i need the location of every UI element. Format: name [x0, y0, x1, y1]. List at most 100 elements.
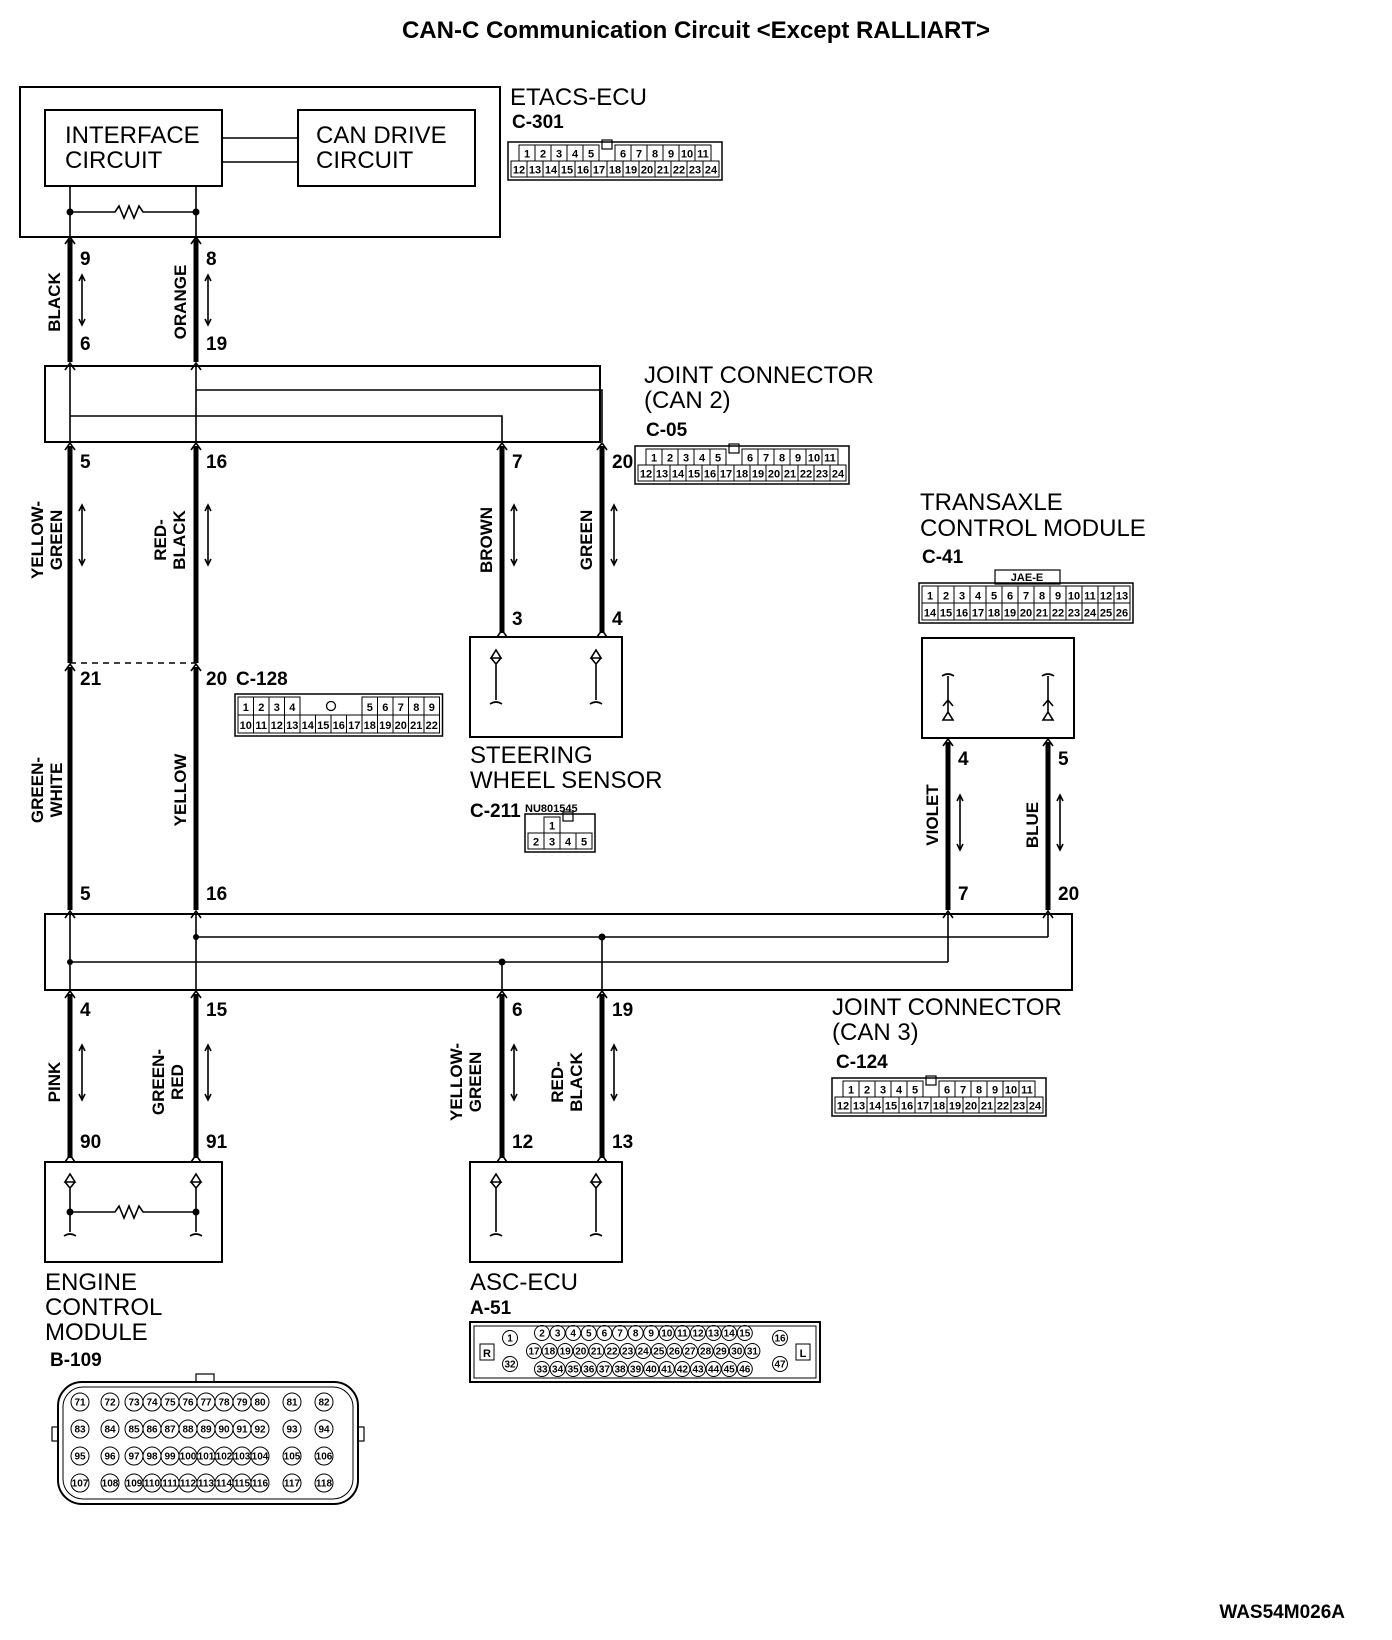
ecm-name-2: CONTROL	[45, 1294, 162, 1321]
connector-pin-number: 18	[988, 608, 1000, 620]
bidirectional-arrow	[510, 503, 518, 567]
connector-pin-number: 2	[540, 149, 546, 161]
bidirectional-arrow	[204, 1043, 212, 1102]
wire-color-label: BROWN	[477, 507, 496, 573]
terminal-mark	[496, 441, 508, 451]
connector-pin-number: 12	[640, 469, 652, 481]
connector-pin-number: 15	[885, 1101, 897, 1113]
sws-name-1: STEERING	[470, 742, 593, 769]
jc-can2-name-2: (CAN 2)	[644, 387, 731, 414]
ecm-name-3: MODULE	[45, 1319, 148, 1346]
connector-pin-number: 13	[1116, 591, 1128, 603]
connector-pin-number: 107	[72, 1479, 89, 1490]
interface-circuit-label-2: CIRCUIT	[65, 147, 163, 174]
connector-pin-number: 89	[200, 1425, 212, 1436]
connector-pin-number: 96	[104, 1452, 116, 1463]
connector-pin-number: 5	[367, 702, 373, 714]
terminal-mark	[496, 989, 508, 999]
connector-pin-number: 2	[533, 837, 539, 849]
connector-pin-number: 22	[606, 1347, 618, 1358]
connector-pin-number: 23	[1013, 1101, 1025, 1113]
connector-pin-number: 6	[747, 453, 753, 465]
connector-pin-number: 75	[164, 1398, 176, 1409]
connector-pin-number: 3	[274, 702, 280, 714]
connector-pin-number: 10	[1005, 1085, 1017, 1097]
terminal-mark	[64, 361, 76, 371]
connector-pin-number: 11	[697, 149, 709, 161]
wire-color-label: YELLOW-	[28, 501, 47, 579]
connector-pin-number: 20	[768, 469, 780, 481]
connector-pin-number: 94	[318, 1425, 330, 1436]
connector-pin-number: 22	[1052, 608, 1064, 620]
connector-pin-number: 20	[965, 1101, 977, 1113]
connector-pin-number: 20	[641, 165, 653, 177]
ecm-box	[44, 1161, 223, 1263]
connector-pin-number: 32	[504, 1360, 516, 1371]
etacs-terminating-resistor	[70, 203, 196, 221]
connector-pin-number: 14	[302, 720, 315, 732]
connector-pin-number: 20	[1020, 608, 1032, 620]
bidirectional-arrow	[610, 1043, 618, 1102]
connector-pin-number: 4	[289, 702, 296, 714]
wire-color-label: GREEN-	[149, 1049, 168, 1115]
connector-pin-number: 23	[816, 469, 828, 481]
terminal-mark	[496, 628, 508, 638]
connector-pin-number: 80	[254, 1398, 266, 1409]
connector-pin-number: 11	[1021, 1085, 1033, 1097]
connector-pin-number: 39	[630, 1365, 642, 1376]
connector-pin-number: 7	[398, 702, 404, 714]
connector-pin-number: 71	[74, 1398, 86, 1409]
wire-color-label: BLUE	[1023, 802, 1042, 848]
connector-pin-number: 36	[583, 1365, 595, 1376]
connector-pin-number: 84	[104, 1425, 116, 1436]
bidirectional-arrow	[956, 793, 964, 852]
wire-color-label: BLACK	[170, 510, 189, 570]
connector-pin-number: 16	[333, 720, 345, 732]
connector-pin-number: 19	[560, 1347, 572, 1358]
can-drive-label-1: CAN DRIVE	[316, 122, 447, 149]
terminal-mark	[190, 441, 202, 451]
connector-pin-number: 21	[591, 1347, 603, 1358]
connector-pin-number: 10	[1068, 591, 1080, 603]
connector-pin-number: 27	[684, 1347, 696, 1358]
connector-pin-number: 22	[673, 165, 685, 177]
connector-pin-number: 16	[577, 165, 589, 177]
pin-label: 12	[512, 1132, 533, 1153]
connector-pin-number: 23	[622, 1347, 634, 1358]
connector-pin-number: 38	[614, 1365, 626, 1376]
connector-pin-number: 10	[661, 1329, 673, 1340]
jc-can3-name-1: JOINT CONNECTOR	[832, 994, 1062, 1021]
connector-cell	[1113, 602, 1131, 621]
connector-pin-number: 1	[651, 453, 657, 465]
pin-label: 4	[612, 609, 623, 630]
connector-pin-number: 4	[699, 453, 706, 465]
connector-pin-number: 113	[198, 1479, 215, 1490]
connector-pin-number: 1	[524, 149, 530, 161]
terminal-mark	[496, 1153, 508, 1163]
terminal-mark	[64, 1153, 76, 1163]
connector-pin-number: 15	[688, 469, 700, 481]
connector-pin-number: 17	[348, 720, 360, 732]
connector-pin-number: 18	[609, 165, 621, 177]
connector-pin-number: 5	[581, 837, 587, 849]
connector-pin-number: 37	[599, 1365, 611, 1376]
connector-pin-number: 77	[200, 1398, 212, 1409]
connector-pin-number: 20	[575, 1347, 587, 1358]
connector-cell	[1026, 1096, 1044, 1114]
connector-pin-number: 4	[565, 837, 572, 849]
connector-pin-number: 26	[1116, 608, 1128, 620]
connector-pin-number: 6	[1007, 591, 1013, 603]
connector-pin-number: 4	[572, 149, 579, 161]
connector-pin-number: 17	[972, 608, 984, 620]
tcm-code: C-41	[922, 547, 964, 568]
pin-label: 3	[512, 609, 523, 630]
connector-pin-number: 7	[617, 1329, 623, 1340]
connector-pin-number: 24	[1084, 608, 1097, 620]
